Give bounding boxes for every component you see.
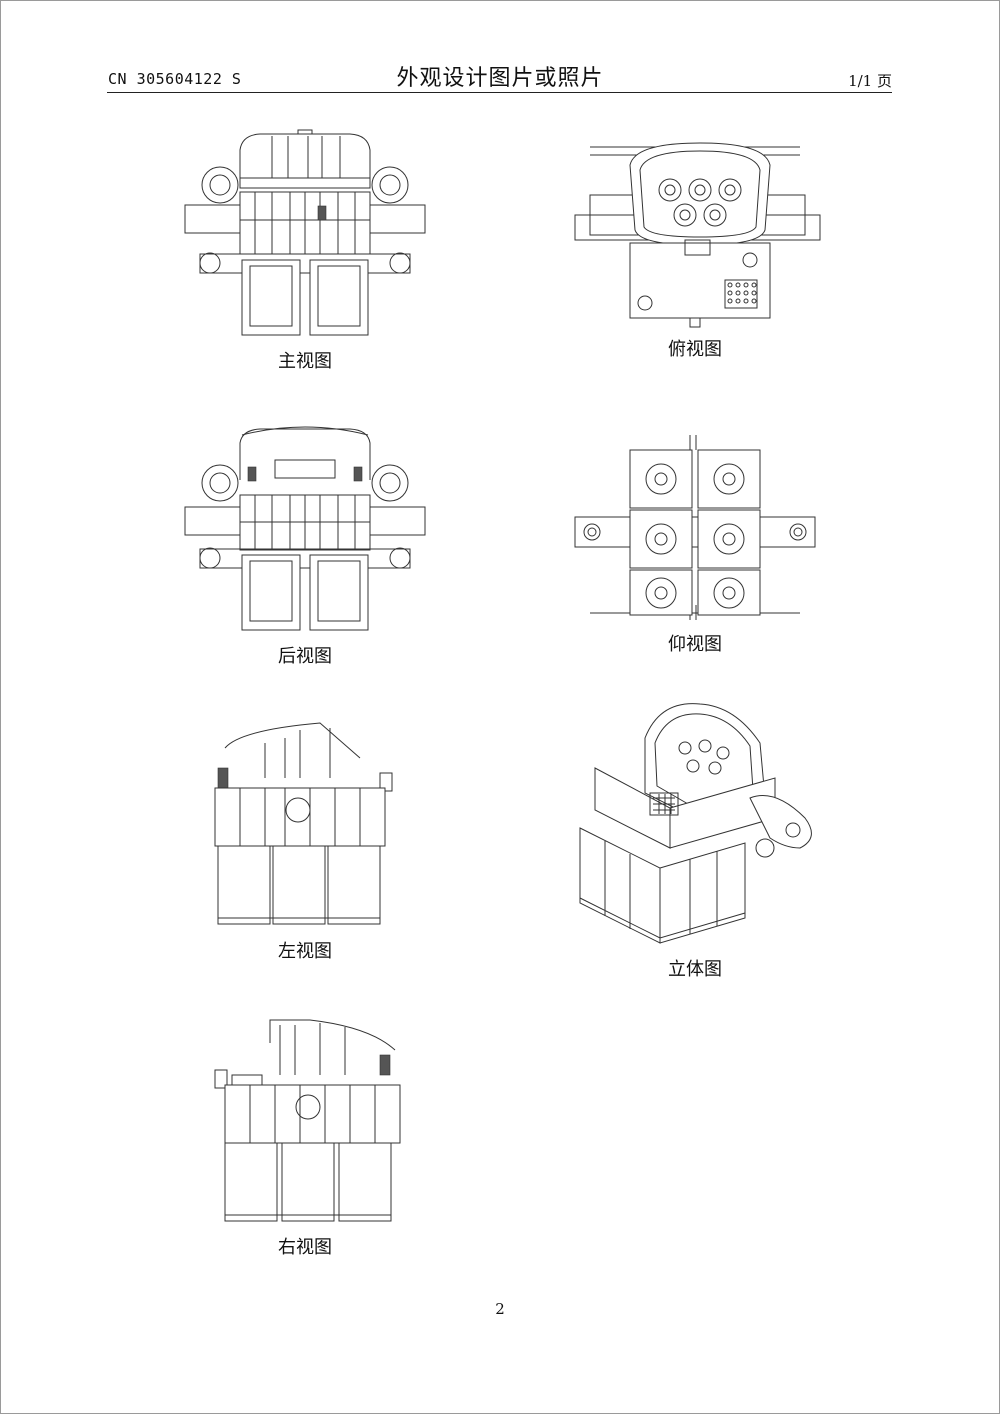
caption-top-view: 俯视图 — [668, 339, 722, 360]
document-number: CN 305604122 S — [108, 70, 242, 88]
caption-rear-view: 后视图 — [278, 646, 332, 667]
page-indicator: 1/1 页 — [848, 72, 892, 90]
perspective-view-drawing — [575, 698, 830, 946]
caption-left-view: 左视图 — [278, 941, 332, 962]
caption-right-view: 右视图 — [278, 1237, 332, 1258]
rear-view-drawing — [180, 425, 430, 635]
top-view-drawing — [570, 135, 830, 335]
left-view-drawing — [210, 718, 410, 928]
header-rule — [107, 92, 892, 93]
caption-bottom-view: 仰视图 — [668, 634, 722, 655]
caption-front-view: 主视图 — [278, 351, 332, 372]
page-title: 外观设计图片或照片 — [396, 66, 604, 91]
front-view-drawing — [180, 129, 430, 340]
page-number: 2 — [495, 1300, 505, 1318]
right-view-drawing — [210, 1015, 410, 1225]
bottom-view-drawing — [570, 435, 820, 625]
caption-perspective-view: 立体图 — [668, 959, 722, 980]
